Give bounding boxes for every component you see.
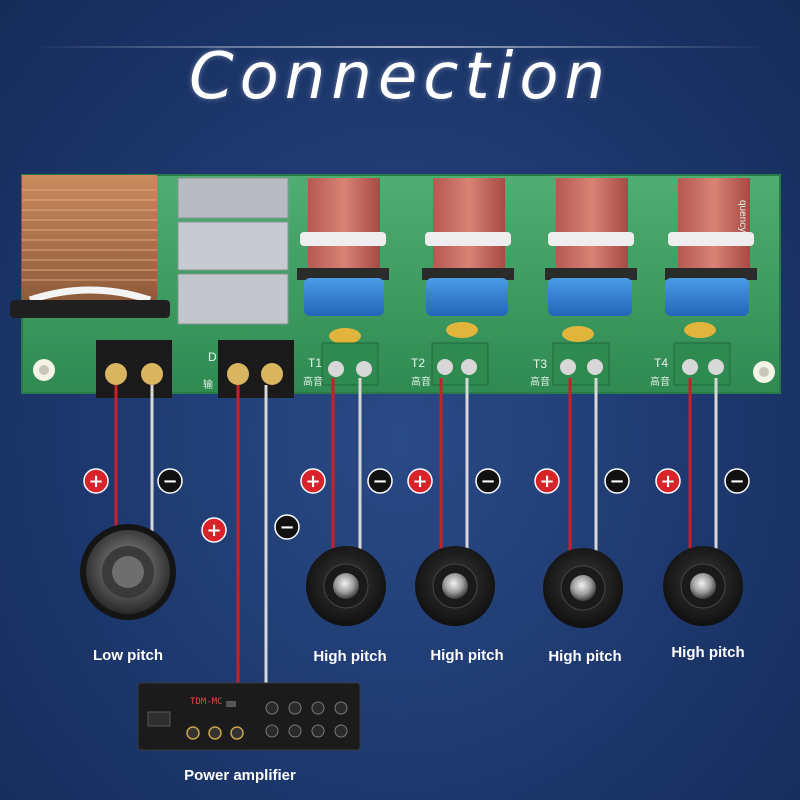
pcb-mark-input: D	[208, 350, 217, 364]
plus-badge: +	[407, 468, 433, 494]
svg-text:−: −	[279, 517, 294, 538]
svg-text:−: −	[609, 471, 624, 492]
pcb-mark-tweeter: 高音	[303, 377, 323, 388]
pcb-mark-tweeter: 高音	[650, 377, 670, 388]
plus-badge: +	[201, 517, 227, 543]
page-title: Connection	[188, 40, 612, 114]
svg-text:+: +	[412, 471, 427, 492]
svg-text:−: −	[729, 471, 744, 492]
svg-text:+: +	[539, 471, 554, 492]
tweeter-terminals	[321, 342, 731, 386]
title-divider	[30, 46, 770, 48]
svg-text:−: −	[480, 471, 495, 492]
tweeter-speaker-icon	[306, 546, 386, 626]
terminal-label-t2: T2	[411, 356, 426, 370]
amplifier-label: Power amplifier	[184, 767, 296, 784]
terminal-label-t3: T3	[533, 357, 548, 371]
speaker-label-high-2: High pitch	[430, 647, 504, 664]
minus-badge: −	[724, 468, 750, 494]
terminal-label-t4: T4	[654, 356, 669, 370]
pcb-mark-tweeter: 高音	[411, 377, 431, 388]
minus-badge: −	[157, 468, 183, 494]
plus-badge: +	[83, 468, 109, 494]
speaker-label-low: Low pitch	[93, 647, 163, 664]
svg-text:+: +	[660, 471, 675, 492]
minus-badge: −	[367, 468, 393, 494]
plus-badge: +	[534, 468, 560, 494]
svg-text:−: −	[372, 471, 387, 492]
amplifier-display: TDM-MC	[190, 697, 223, 707]
polarity-badges: + − + − + − + − + − + −	[83, 468, 750, 543]
plus-badge: +	[300, 468, 326, 494]
woofer-speaker-icon	[80, 524, 176, 620]
minus-badge: −	[604, 468, 630, 494]
terminal-blocks	[96, 340, 294, 398]
svg-text:+: +	[206, 520, 221, 541]
pcb-mark-input-cn: 输	[203, 380, 213, 391]
inductor-coil	[10, 175, 170, 318]
wires	[114, 378, 718, 685]
svg-text:+: +	[88, 471, 103, 492]
film-capacitors	[177, 177, 289, 325]
svg-text:+: +	[305, 471, 320, 492]
minus-badge: −	[274, 514, 300, 540]
minus-badge: −	[475, 468, 501, 494]
svg-text:−: −	[162, 471, 177, 492]
tweeter-speaker-icon	[415, 546, 495, 626]
plus-badge: +	[655, 468, 681, 494]
tweeter-speaker-icon	[543, 548, 623, 628]
pcb-mark-tweeter: 高音	[530, 377, 550, 388]
speaker-label-high-4: High pitch	[671, 644, 745, 661]
speaker-label-high-1: High pitch	[313, 648, 387, 665]
tweeter-sections	[297, 178, 757, 344]
terminal-label-t1: T1	[308, 356, 323, 370]
pcb-mark-side: quency	[737, 200, 748, 233]
tweeter-speaker-icon	[663, 546, 743, 626]
speaker-label-high-3: High pitch	[548, 648, 622, 665]
power-amplifier-icon	[137, 682, 361, 751]
